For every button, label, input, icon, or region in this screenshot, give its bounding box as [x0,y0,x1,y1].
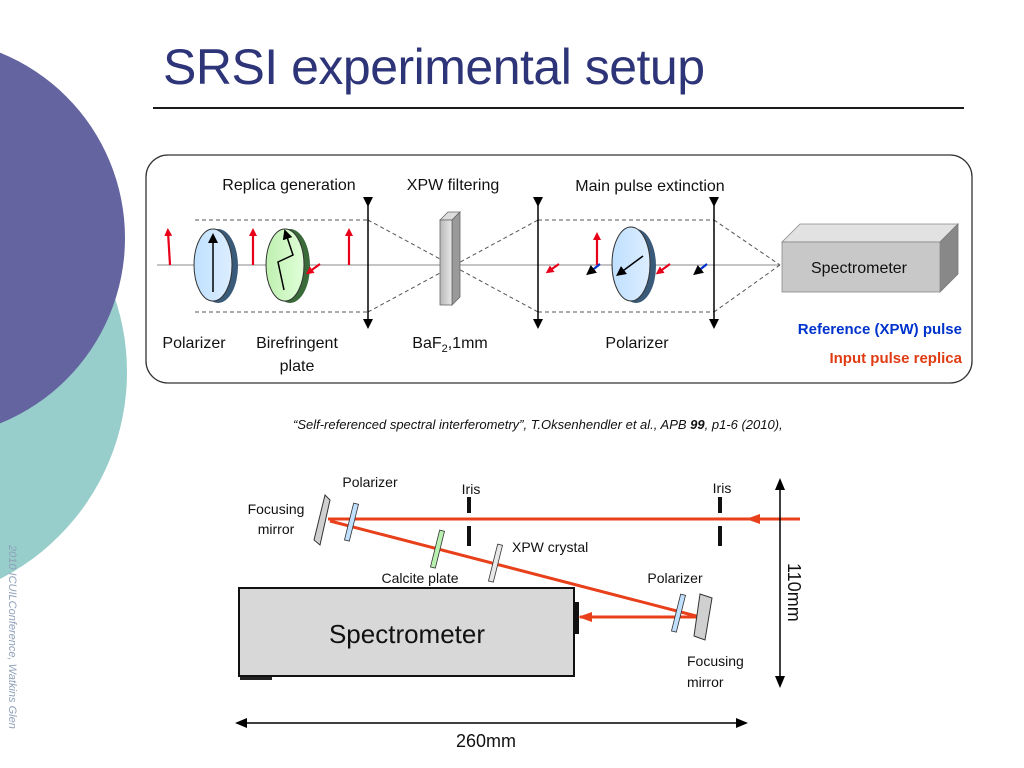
calcite-plate [429,529,445,569]
label-focusing-mirror-right-1: Focusing [687,653,744,669]
label-calcite-plate: Calcite plate [381,570,458,586]
layout-spectrometer: Spectrometer [238,587,579,680]
polarization-arrows [164,228,708,276]
label-birefringent: Birefringent [256,335,338,352]
label-baf2: BaF2,1mm [412,335,487,355]
xpw-crystal [487,543,503,583]
dimension-height-label: 110mm [784,563,804,622]
label-replica-generation: Replica generation [222,177,355,194]
label-focusing-mirror-left-1: Focusing [248,501,305,517]
polarizer-right [611,226,656,303]
label-main-pulse-extinction: Main pulse extinction [575,178,724,195]
label-layout-polarizer-bottom: Polarizer [647,570,703,586]
layout-spectrometer-label: Spectrometer [329,619,485,649]
label-polarizer-right: Polarizer [605,335,669,352]
focusing-mirror-right [693,593,713,641]
beam-envelope [195,219,781,313]
legend-reference: Reference (XPW) pulse [798,321,962,338]
layout-polarizer-top [343,502,359,542]
citation: “Self-referenced spectral interferometry… [293,417,783,432]
label-iris-left: Iris [462,481,481,497]
red-input-arrows [164,228,671,275]
dimension-width-label: 260mm [456,731,516,751]
label-focusing-mirror-right-2: mirror [687,674,724,690]
birefringent-plate [265,228,310,303]
blue-reference-arrows [586,263,708,276]
label-plate: plate [280,358,315,375]
legend-input: Input pulse replica [829,350,962,367]
spectrometer-label: Spectrometer [811,260,908,277]
label-layout-polarizer-top: Polarizer [342,474,398,490]
schematic-frame [145,154,973,384]
label-iris-right: Iris [713,480,732,496]
layout-labels: Polarizer Iris Iris Focusing mirror XPW … [248,474,744,690]
label-focusing-mirror-left-2: mirror [258,521,295,537]
label-xpw-filtering: XPW filtering [407,177,499,194]
layout-polarizer-bottom [670,593,686,633]
polarizer-left [193,228,238,303]
label-xpw-crystal: XPW crystal [512,539,588,555]
irises [467,497,722,546]
purple-circle [0,52,125,424]
page-title: SRSI experimental setup [163,39,705,95]
label-polarizer-left: Polarizer [162,335,226,352]
lenses [363,197,719,329]
spectrometer-box: Spectrometer [781,223,959,293]
baf2-crystal [439,211,461,306]
focusing-mirror-left [313,494,331,546]
